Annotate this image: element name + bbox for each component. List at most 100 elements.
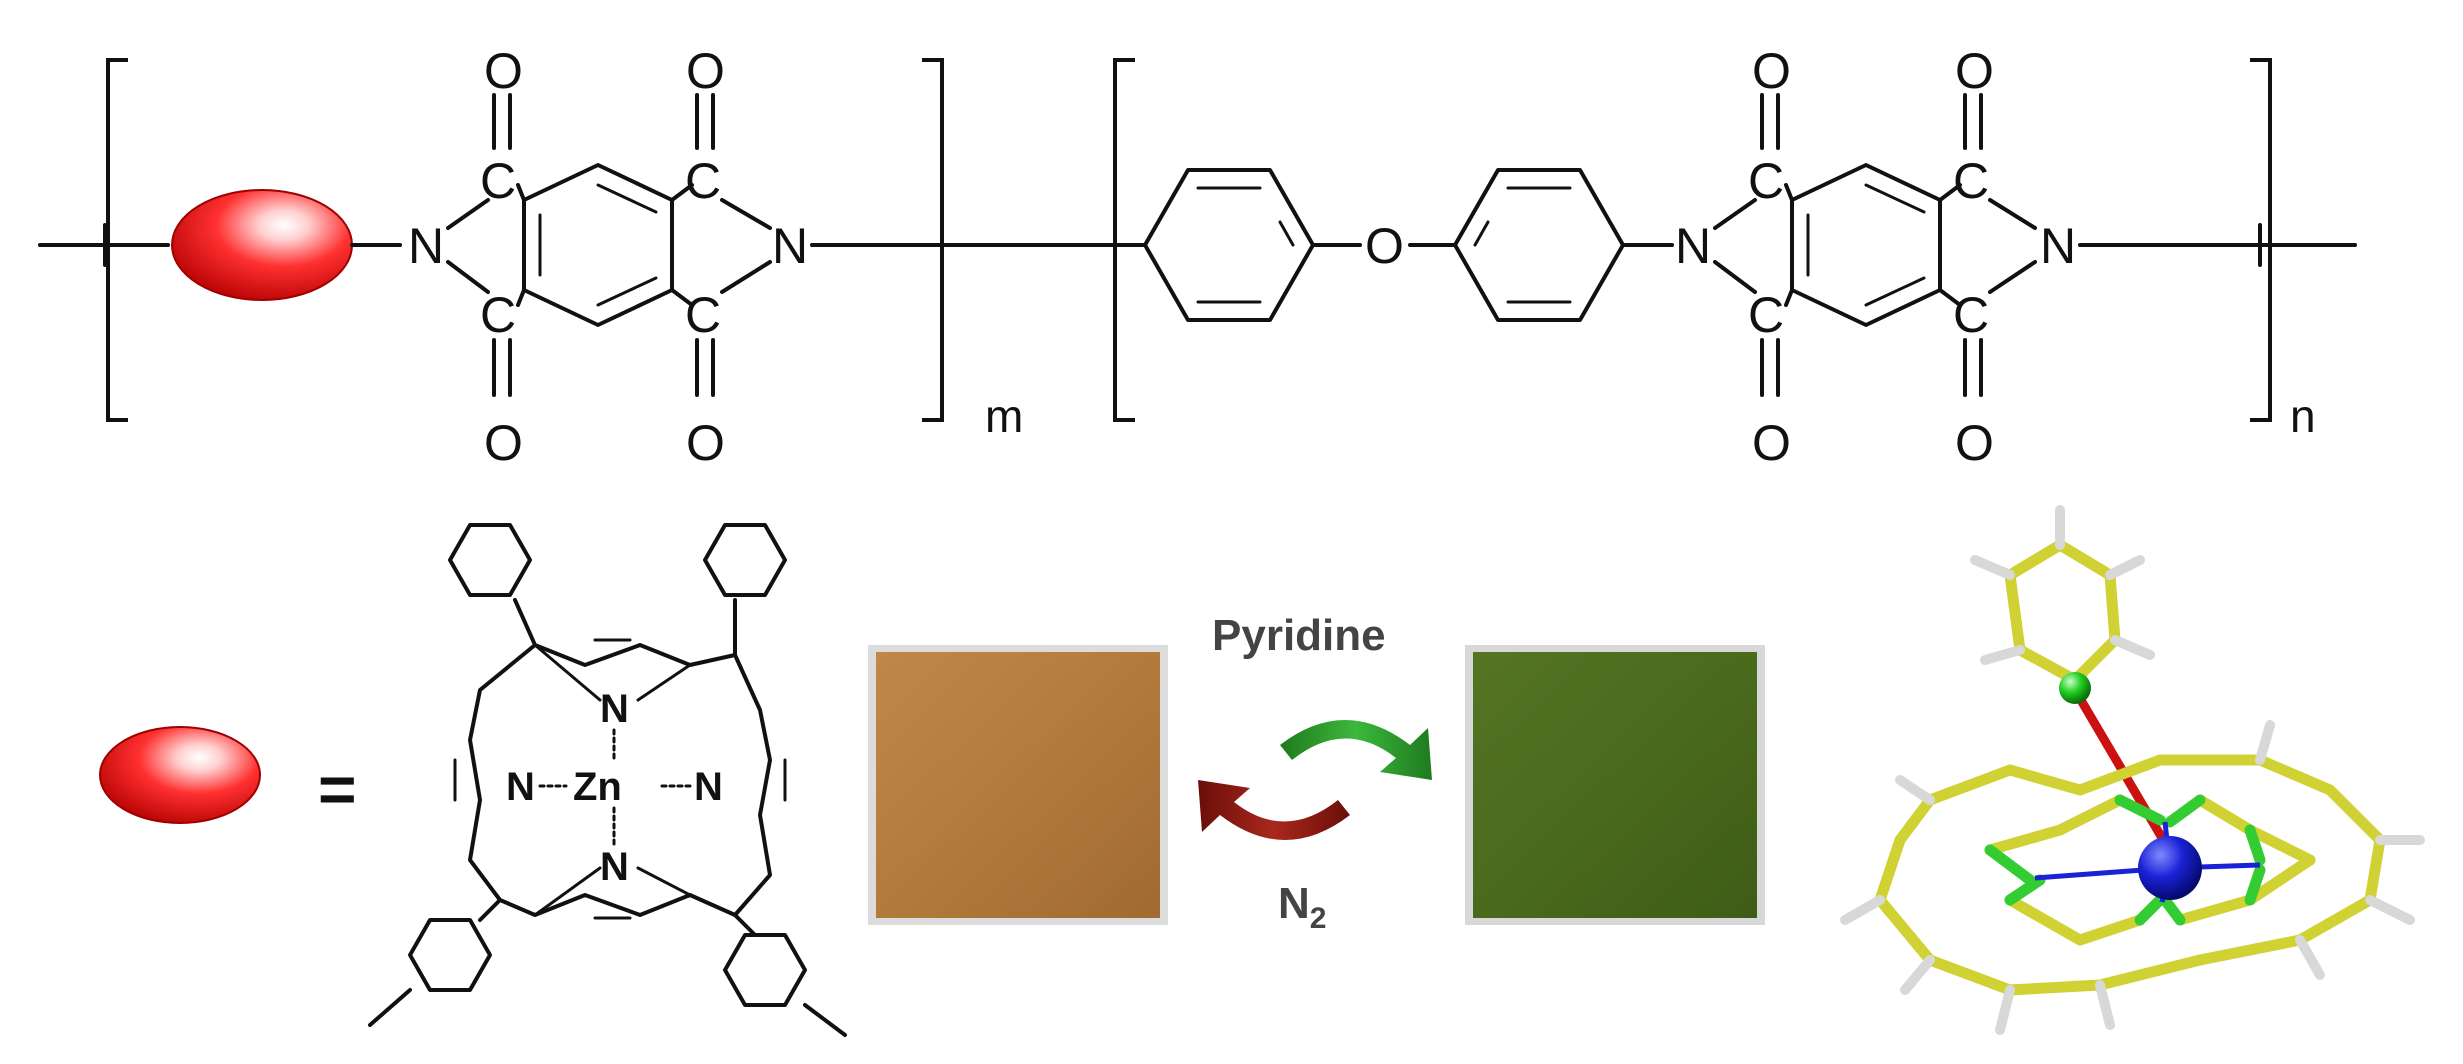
- unit-legend: =: [99, 726, 357, 826]
- polymer-structure: m N C C O O C C: [38, 43, 2357, 471]
- methyl-bond: [368, 988, 412, 1027]
- bond: [2194, 934, 2306, 966]
- bond: [2174, 894, 2256, 926]
- atom-n: N: [408, 218, 444, 274]
- bond: [446, 260, 490, 294]
- bond: [1874, 894, 1936, 966]
- bond: [1924, 954, 2016, 996]
- bond: [636, 866, 692, 897]
- atom-c: C: [1953, 153, 1989, 209]
- bond: [2254, 754, 2336, 796]
- bond: [2134, 894, 2166, 926]
- bond: [1988, 260, 2037, 294]
- atom-o: O: [1752, 43, 1791, 99]
- bond: [1278, 220, 1295, 247]
- bracket-m-left: [106, 58, 128, 422]
- pyridine-label: Pyridine: [1212, 611, 1386, 660]
- legend-ellipse: [99, 726, 261, 824]
- bond: [1874, 834, 1906, 906]
- bond: [1895, 775, 1935, 805]
- bond: [2104, 569, 2121, 646]
- bond: [1713, 198, 1757, 230]
- bond: [2004, 874, 2046, 906]
- zinc-atom: [2138, 836, 2202, 900]
- atom-n: N: [772, 218, 808, 274]
- bond: [446, 198, 490, 230]
- atom-c: C: [480, 287, 516, 343]
- atom-o: O: [1752, 415, 1791, 471]
- benzene-ring: [1790, 163, 1942, 327]
- crystal-model: [1840, 505, 2425, 1035]
- bond: [2069, 634, 2121, 686]
- bond: [1864, 276, 1926, 307]
- bond: [720, 198, 772, 230]
- bond: [2004, 569, 2026, 656]
- bond: [2114, 794, 2166, 826]
- benzene-ring: [522, 163, 674, 327]
- bond: [2294, 894, 2376, 946]
- forward-arrow: [1280, 720, 1432, 780]
- brown-film: [876, 652, 1160, 918]
- bond: [670, 288, 694, 307]
- bond: [1864, 183, 1926, 214]
- bond: [2365, 895, 2415, 925]
- atom-c: C: [685, 287, 721, 343]
- nitrogen-label-sub: 2: [1310, 902, 1327, 935]
- porphyrin-plane: [1840, 720, 2425, 1035]
- bond: [670, 183, 694, 202]
- atom-c: C: [685, 153, 721, 209]
- methyl-bond: [803, 1003, 847, 1037]
- atom-c: C: [1748, 287, 1784, 343]
- bond: [2095, 980, 2115, 1030]
- atom-o: O: [686, 415, 725, 471]
- atom-c: C: [1953, 287, 1989, 343]
- bond: [1984, 844, 2036, 886]
- bond: [1938, 288, 1962, 307]
- bond: [2004, 894, 2086, 946]
- phenyl-ring: [1453, 168, 1625, 322]
- atom-c: C: [1748, 153, 1784, 209]
- bond: [2094, 954, 2206, 991]
- bond: [1473, 220, 1490, 247]
- bracket-n-left: [1113, 58, 1135, 422]
- repeat-label-n: n: [2290, 390, 2316, 442]
- atom-n: N: [600, 687, 629, 731]
- bond: [2004, 539, 2066, 581]
- tolyl-bottom-right: [723, 933, 807, 1007]
- bond: [2159, 894, 2186, 926]
- bond: [1980, 645, 2025, 665]
- bond: [533, 866, 602, 917]
- bond: [2004, 764, 2086, 796]
- atom-o: O: [484, 43, 523, 99]
- nitrogen-label-main: N: [1278, 879, 1310, 928]
- bond: [720, 260, 772, 294]
- atom-o: O: [1955, 43, 1994, 99]
- bond: [636, 663, 692, 702]
- atom-o: O: [1365, 218, 1404, 274]
- pyridine-n-atom: [2059, 672, 2091, 704]
- bond: [2244, 824, 2266, 866]
- bond: [2364, 834, 2386, 906]
- bond: [2295, 935, 2325, 980]
- bond: [516, 288, 526, 307]
- bond: [2244, 854, 2316, 906]
- bond: [2105, 555, 2145, 580]
- bond: [733, 913, 757, 937]
- atom-o: O: [484, 415, 523, 471]
- bond: [1784, 183, 1794, 202]
- reverse-arrow: [1198, 780, 1350, 840]
- nitrogen-label: N2: [1278, 879, 1326, 935]
- bond: [2110, 635, 2155, 660]
- bond: [1995, 985, 2015, 1035]
- bond: [2074, 754, 2166, 796]
- atom-o: O: [686, 43, 725, 99]
- bond: [1924, 764, 2016, 806]
- bond: [1784, 288, 1794, 307]
- bond: [596, 183, 658, 214]
- green-film: [1473, 652, 1757, 918]
- equals-sign: =: [318, 752, 357, 826]
- bond: [2194, 794, 2256, 836]
- atom-n: N: [2040, 218, 2076, 274]
